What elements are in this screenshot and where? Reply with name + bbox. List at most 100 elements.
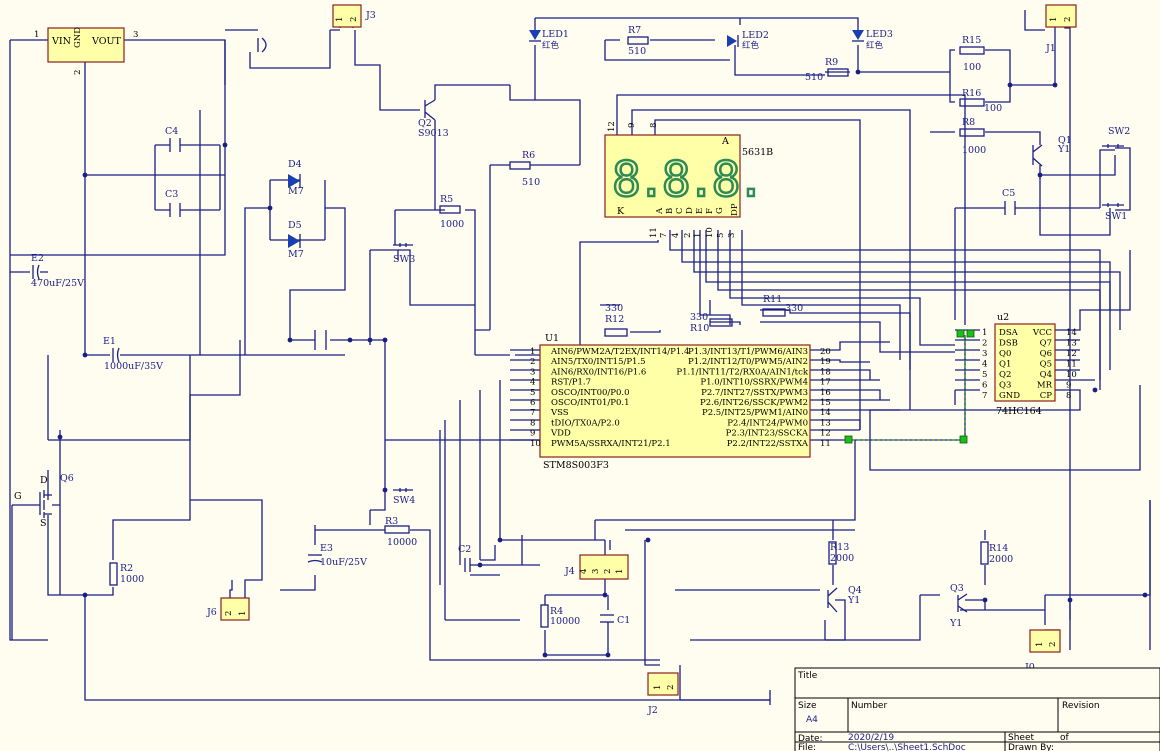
tb-title-label: Title: [797, 671, 818, 681]
q4-label: Q4: [848, 585, 862, 596]
shift-pin-number: 3: [982, 349, 987, 359]
mcu-ref: U1: [545, 333, 559, 344]
resistors: R7 510 R9 510 R15 100 R16 100 R8 1000 R6…: [109, 25, 1013, 628]
sw3-label: SW3: [393, 254, 415, 265]
mcu-pin-number: 18: [820, 367, 831, 377]
r7-value: 510: [628, 46, 646, 57]
mcu-pin-name: P2.2/INT22/SSTXA: [727, 439, 809, 449]
svg-text:10: 10: [705, 227, 715, 238]
shift-pin-name: MR: [1037, 381, 1053, 391]
mcu-pin-number: 7: [530, 408, 535, 418]
r16-label: R16: [962, 88, 981, 99]
mcu-pin-number: 19: [820, 357, 831, 367]
r4-label: R4: [550, 606, 563, 617]
c1-label: C1: [617, 615, 630, 626]
tb-drawn-label: Drawn By:: [1008, 743, 1054, 751]
q1-label: Q1: [1058, 135, 1072, 146]
regulator-pin1: 1: [34, 30, 39, 40]
shift-pin-name: Q5: [1040, 360, 1052, 370]
r14-label: R14: [989, 543, 1008, 554]
regulator-gnd: GND: [73, 27, 83, 48]
d4-label: D4: [288, 159, 302, 170]
shift-pin-name: Q6: [1040, 349, 1052, 359]
mcu-pin-number: 2: [530, 357, 535, 367]
shift-pin-number: 6: [982, 381, 987, 391]
voltage-regulator: VIN VOUT GND 1 3 2: [34, 27, 138, 75]
shift-pin-number: 11: [1066, 360, 1077, 370]
shift-pin-name: VCC: [1032, 328, 1052, 338]
q6-source-label: S: [40, 518, 47, 529]
mcu-pin-name: P2.5/INT25/PWM1/AIN0: [702, 408, 808, 418]
mcu-pin-number: 12: [820, 429, 831, 439]
mcu-pin-number: 11: [820, 439, 831, 449]
svg-text:2: 2: [666, 685, 676, 690]
mcu-pin-number: 4: [530, 378, 535, 388]
shift-pin-name: GND: [999, 391, 1020, 401]
r13-label: R13: [830, 542, 849, 553]
q1-value: Y1: [1057, 144, 1070, 155]
leds: LED1 红色 LED2 红色 LED3 红色: [529, 29, 893, 51]
shift-pin-number: 1: [982, 328, 987, 338]
shift-pin-number: 4: [982, 360, 987, 370]
led2-label: LED2: [742, 30, 769, 41]
q6-gate-label: G: [14, 491, 22, 502]
mcu-pin-name: PWM5A/SSRXA/INT21/P2.1: [551, 439, 671, 449]
seven-segment-display: 5631B 12 9 8 A K 8.8.8. A B C D E F G DP…: [604, 121, 773, 238]
svg-text:1: 1: [1049, 17, 1059, 22]
shift-pin-number: 14: [1066, 328, 1077, 338]
svg-text:2: 2: [603, 569, 613, 574]
tb-sheet-label: Sheet: [1008, 733, 1034, 743]
shift-pin-number: 2: [982, 339, 987, 349]
c4-label: C4: [165, 126, 178, 137]
svg-text:11: 11: [649, 227, 659, 238]
r12-label: R12: [605, 314, 624, 325]
mcu-pin-number: 20: [820, 347, 831, 357]
e3-label: E3: [320, 543, 333, 554]
led1-color: 红色: [542, 40, 560, 51]
r6-value: 510: [522, 177, 540, 188]
led1-icon: [529, 30, 541, 40]
r2-value: 1000: [120, 574, 144, 585]
r3-value: 10000: [387, 537, 417, 548]
r13-value: 2000: [830, 553, 854, 564]
display-segment-letters: A B C D E F G DP: [655, 203, 740, 216]
regulator-vout: VOUT: [91, 36, 121, 47]
d5-value: M7: [288, 249, 304, 260]
mcu-pin-name: AIN5/TX0/INT15/P1.5: [550, 357, 646, 367]
sw2-label: SW2: [1108, 126, 1130, 137]
mcu-pin-name: AIN6/RX0/INT16/P1.6: [550, 367, 646, 377]
mcu-pin-number: 13: [820, 418, 831, 428]
svg-text:DP: DP: [730, 203, 740, 216]
tb-date-value: 2020/2/19: [848, 733, 894, 743]
svg-text:D: D: [685, 207, 695, 214]
q3-value: Y1: [949, 618, 962, 629]
regulator-pin2: 2: [73, 70, 83, 75]
svg-text:9: 9: [627, 123, 637, 128]
svg-text:7: 7: [659, 233, 669, 238]
shift-pin-name: Q3: [999, 381, 1011, 391]
svg-text:F: F: [705, 208, 715, 214]
mcu-pin-name: P2.6/INT26/SSCK/PWM2: [700, 398, 808, 408]
shift-pin-name: DSA: [999, 328, 1019, 338]
display-digits: 8.8.8.: [612, 152, 761, 208]
shift-pin-name: DSB: [999, 339, 1018, 349]
svg-text:3: 3: [727, 233, 737, 238]
tb-size-value: A4: [806, 715, 818, 725]
mcu-part: STM8S003F3: [543, 460, 609, 471]
mcu-pin-name: RST/P1.7: [551, 378, 591, 388]
sw1-label: SW1: [1105, 211, 1127, 222]
shift-pin-number: 7: [982, 391, 987, 401]
r16-value: 100: [984, 103, 1002, 114]
sw4-label: SW4: [393, 495, 415, 506]
mcu-pin-number: 1: [530, 347, 535, 357]
r4-value: 10000: [550, 616, 580, 627]
mcu-pin-number: 8: [530, 418, 535, 428]
tb-revision-label: Revision: [1062, 701, 1100, 711]
svg-text:1: 1: [238, 611, 248, 616]
q4-value: Y1: [847, 595, 860, 606]
c5-label: C5: [1002, 188, 1015, 199]
mcu-pin-name: P1.0/INT10/SSRX/PWM4: [700, 378, 808, 388]
